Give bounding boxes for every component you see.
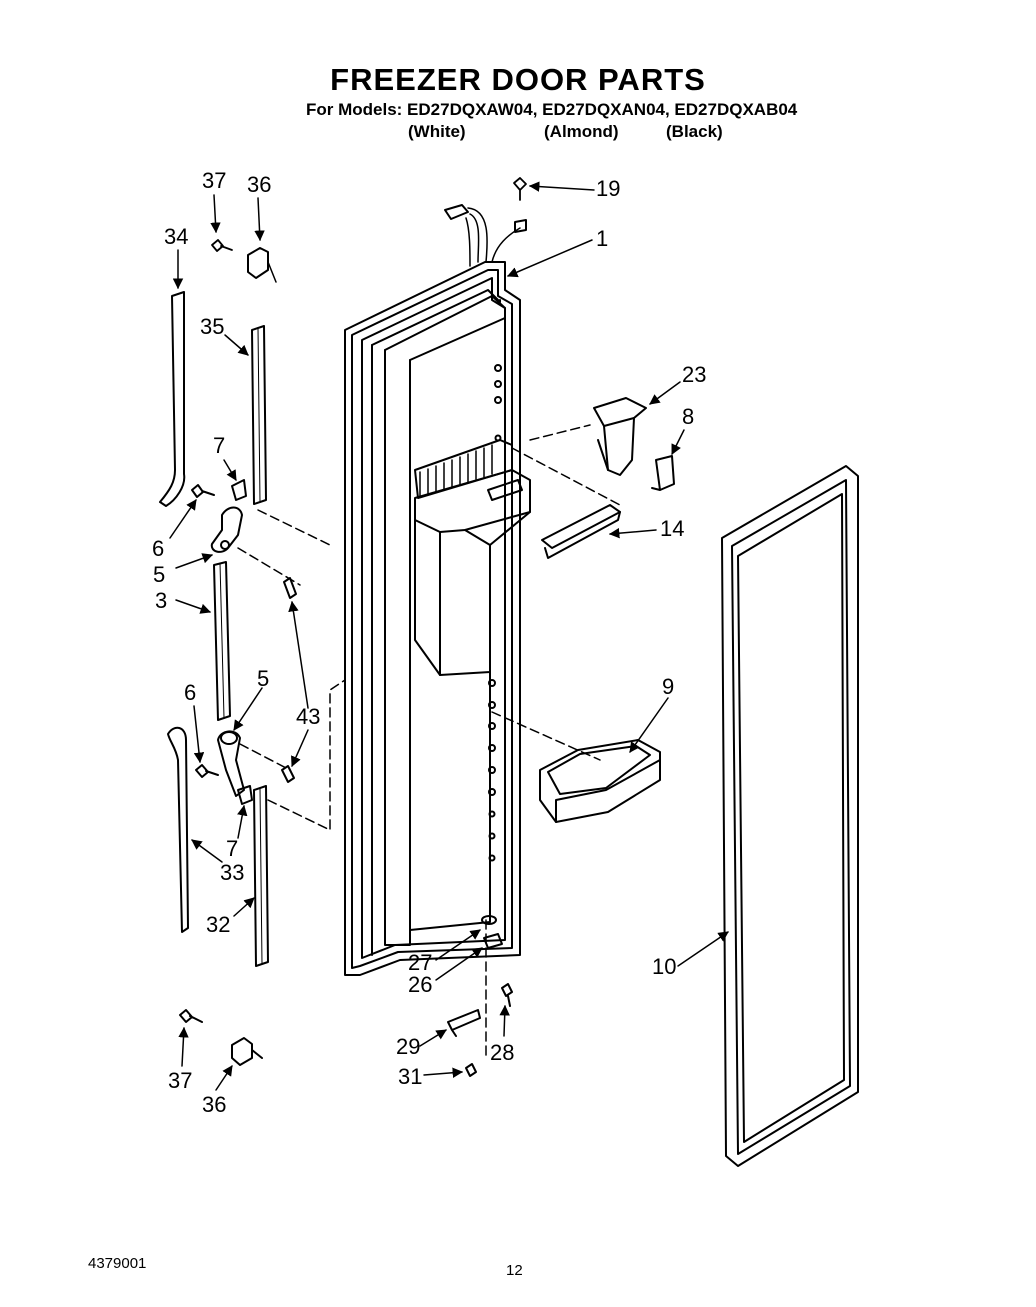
variant-white: (White) <box>408 122 466 141</box>
left-hardware-parts <box>159 239 297 1066</box>
callout-9: 9 <box>662 674 674 699</box>
callout-10: 10 <box>652 954 676 979</box>
callout-6-lower: 6 <box>184 680 196 705</box>
callout-36-bottom: 36 <box>202 1092 226 1117</box>
right-accessory-parts <box>447 177 859 1167</box>
callout-23: 23 <box>682 362 706 387</box>
variant-almond: (Almond) <box>544 122 619 141</box>
callout-3: 3 <box>155 588 167 613</box>
callout-35: 35 <box>200 314 224 339</box>
page-title: FREEZER DOOR PARTS <box>330 62 706 97</box>
callout-31: 31 <box>398 1064 422 1089</box>
document-number: 4379001 <box>88 1255 147 1272</box>
callout-28: 28 <box>490 1040 514 1065</box>
callout-36-top: 36 <box>247 172 271 197</box>
page-number: 12 <box>506 1262 523 1279</box>
callout-6-upper: 6 <box>152 536 164 561</box>
callout-29: 29 <box>396 1034 420 1059</box>
freezer-door-panel <box>344 204 531 976</box>
callout-33: 33 <box>220 860 244 885</box>
callout-1: 1 <box>596 226 608 251</box>
callout-14: 14 <box>660 516 684 541</box>
callout-27: 27 <box>408 950 432 975</box>
callout-37-top: 37 <box>202 168 226 193</box>
callout-5-upper: 5 <box>153 562 165 587</box>
callout-32: 32 <box>206 912 230 937</box>
callout-19: 19 <box>596 176 620 201</box>
callout-37-bottom: 37 <box>168 1068 192 1093</box>
callout-8: 8 <box>682 404 694 429</box>
callout-43: 43 <box>296 704 320 729</box>
callout-26: 26 <box>408 972 432 997</box>
callout-34: 34 <box>164 224 188 249</box>
callout-labels: 37 36 34 35 7 6 5 3 6 5 43 7 33 32 37 36… <box>152 168 706 1117</box>
models-line: For Models: ED27DQXAW04, ED27DQXAN04, ED… <box>306 100 798 119</box>
variant-black: (Black) <box>666 122 723 141</box>
callout-5-lower: 5 <box>257 666 269 691</box>
leader-lines <box>169 181 729 1091</box>
callout-7-upper: 7 <box>213 433 225 458</box>
callout-7-lower: 7 <box>226 836 238 861</box>
